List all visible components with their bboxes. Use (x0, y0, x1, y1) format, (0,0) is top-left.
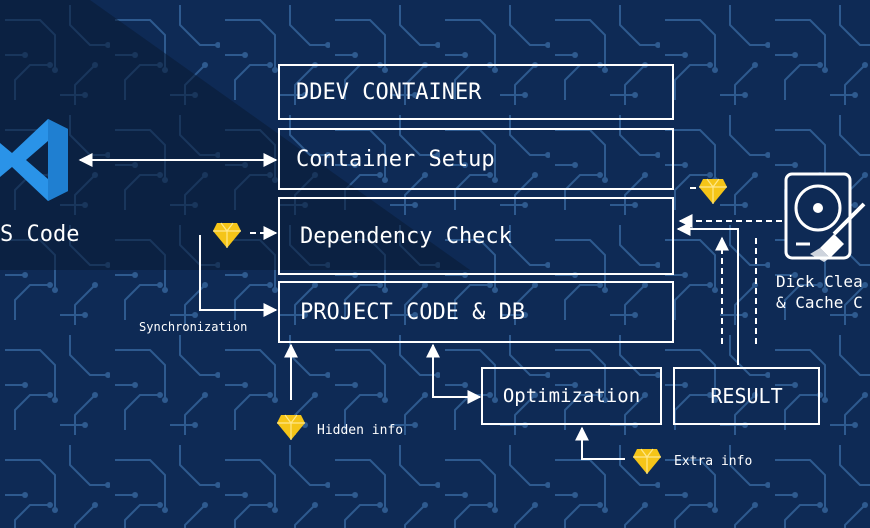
container-setup-box: Container Setup (278, 128, 674, 190)
diamond-icon (277, 414, 305, 440)
result-box: RESULT (673, 367, 820, 425)
ddev-container-box: DDEV CONTAINER (278, 64, 674, 120)
vscode-label: S Code (0, 222, 80, 247)
diamond-icon (213, 222, 241, 248)
hidden-info-label: Hidden info (317, 423, 404, 438)
dependency-check-box: Dependency Check (278, 197, 674, 275)
extra-info-label: Extra info (674, 454, 753, 469)
vscode-logo-icon (0, 119, 68, 201)
project-code-db-box: PROJECT CODE & DB (278, 281, 674, 343)
diamond-icon (699, 178, 727, 204)
disk-cleanup-label-line1: Dick Clea (776, 272, 863, 291)
hard-drive-broom-icon (784, 172, 866, 262)
synchronization-label: Synchronization (139, 320, 248, 334)
disk-cleanup-label-line2: & Cache C (776, 293, 863, 312)
optimization-box: Optimization (481, 367, 662, 425)
diamond-icon (633, 448, 661, 474)
